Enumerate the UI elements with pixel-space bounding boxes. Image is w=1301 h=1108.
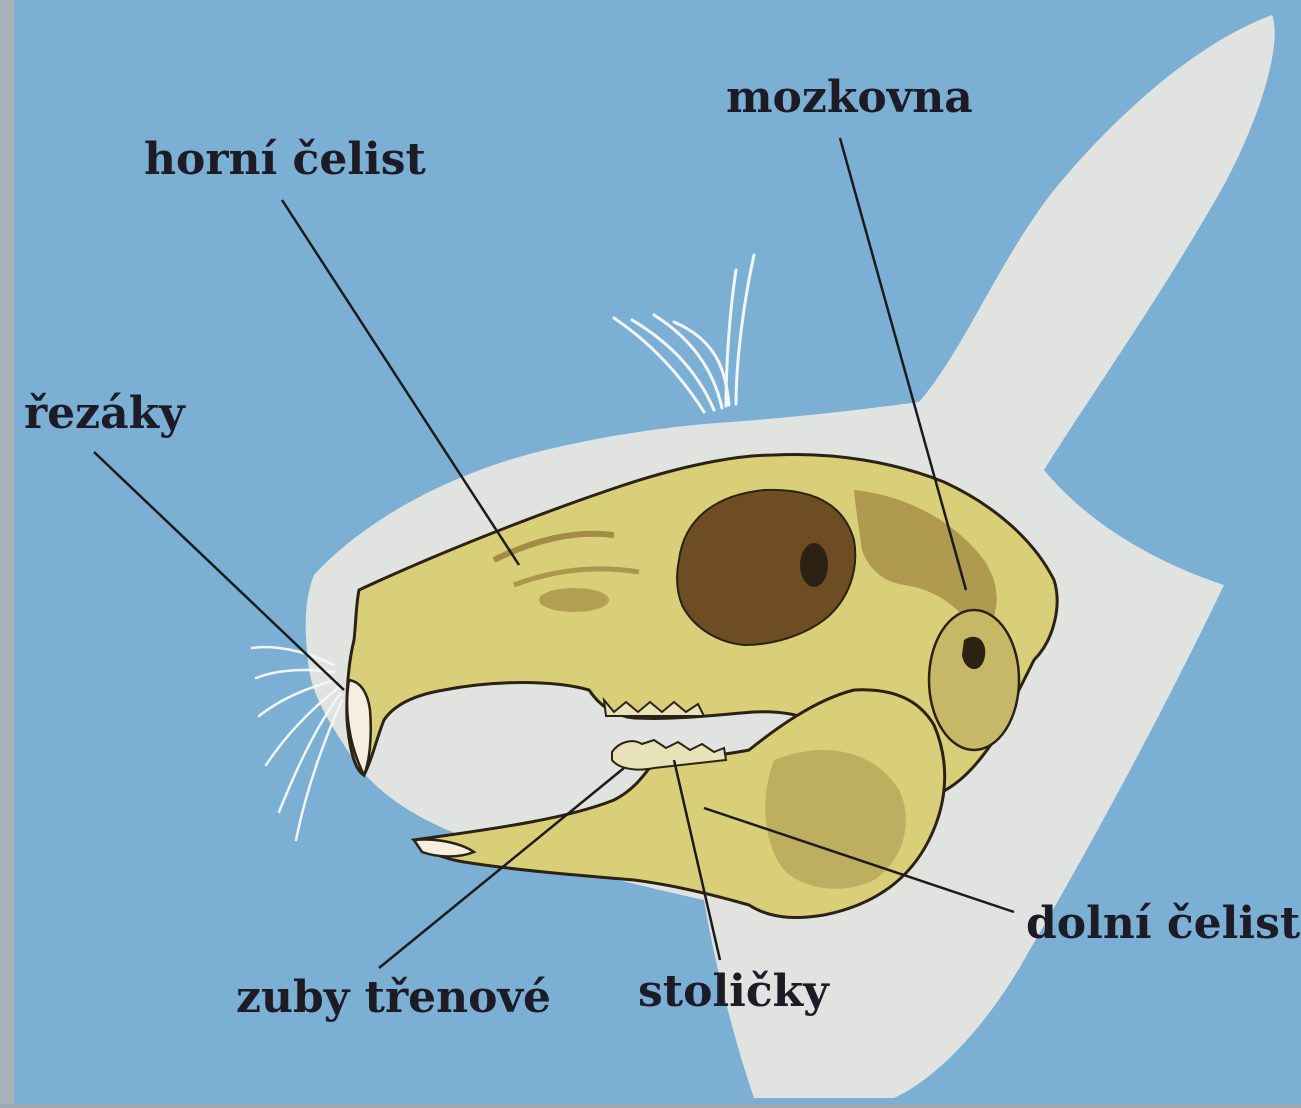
left-border — [0, 0, 14, 1104]
maxilla-fenestra — [539, 588, 609, 612]
tympanic-bulla — [929, 610, 1019, 750]
diagram-canvas: mozkovna horní čelist řezáky dolní čelis… — [14, 0, 1301, 1104]
label-stolicky: stoličky — [638, 966, 830, 1017]
label-horni-celist: horní čelist — [144, 134, 427, 185]
rabbit-skull-diagram: mozkovna horní čelist řezáky dolní čelis… — [14, 0, 1301, 1104]
label-zuby-trenove: zuby třenové — [236, 972, 551, 1023]
label-dolni-celist: dolní čelist — [1026, 898, 1301, 949]
label-mozkovna: mozkovna — [726, 72, 973, 123]
label-rezaky: řezáky — [24, 388, 186, 439]
optic-foramen — [800, 543, 828, 587]
